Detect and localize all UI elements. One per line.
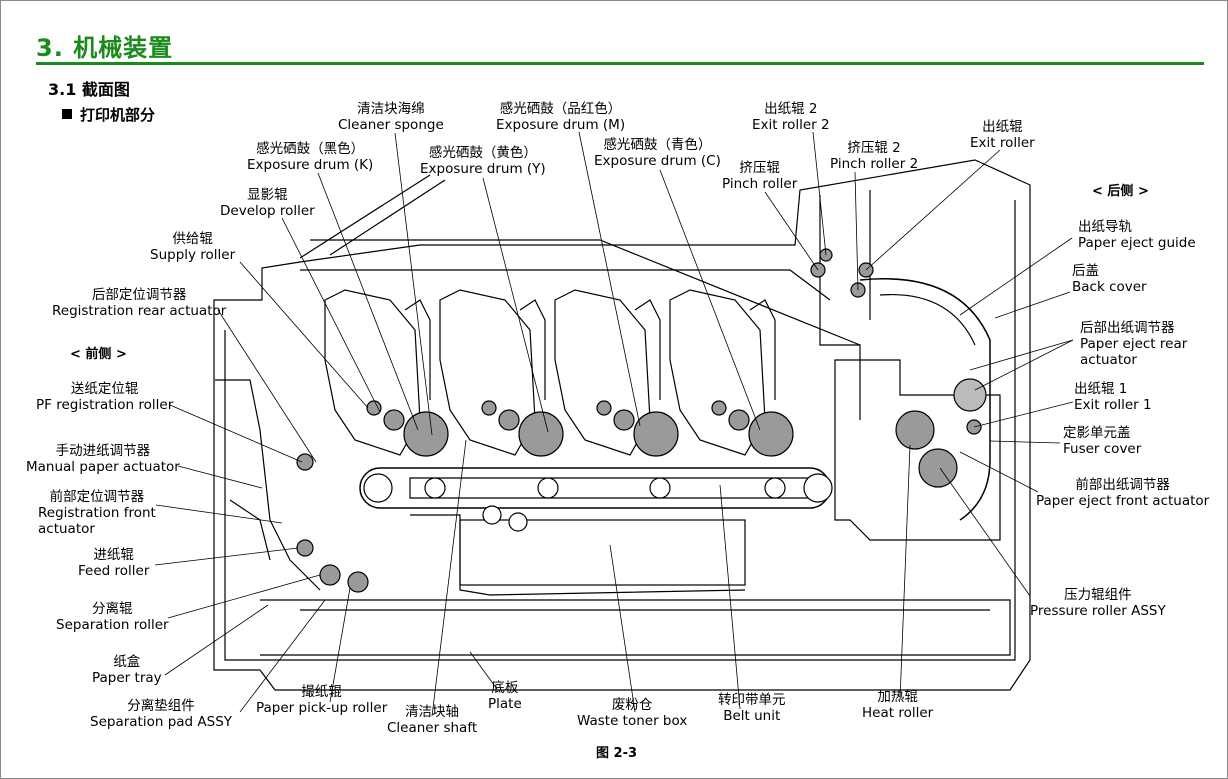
page-title: 3. 机械装置 (36, 34, 174, 62)
belt-drive-roller (363, 473, 393, 503)
label-drum-y: 感光硒鼓（黄色）Exposure drum (Y) (420, 145, 546, 177)
belt-tension-roller (803, 473, 833, 503)
develop-roller-k (383, 409, 405, 431)
label-drum-m: 感光硒鼓（品红色）Exposure drum (M) (496, 101, 626, 133)
cleaner-roller-shape (482, 505, 502, 525)
title-rule (36, 62, 1204, 65)
label-drum-c: 感光硒鼓（青色）Exposure drum (C) (594, 137, 721, 169)
figure-caption: 图 2-3 (596, 746, 638, 761)
inner-frame (224, 200, 1016, 661)
subsection-text: 打印机部分 (80, 106, 156, 124)
drum-m-roller (633, 411, 679, 457)
feed-roller-shape (296, 539, 314, 557)
subsection-heading: 打印机部分 (62, 104, 155, 125)
pressure-roller-shape (918, 448, 958, 488)
section-heading: 3.1 截面图 (48, 80, 130, 99)
heat-roller-shape (895, 410, 935, 450)
drum-k-roller (403, 411, 449, 457)
fuser-unit-shape (834, 359, 1001, 541)
label-drum-k: 感光硒鼓（黑色）Exposure drum (K) (247, 141, 374, 173)
pickup-roller-shape (347, 571, 369, 593)
drum-c-roller (748, 411, 794, 457)
pf-registration-roller-shape (296, 453, 314, 471)
label-rear-side: < 后侧 > (1092, 184, 1149, 199)
waste-toner-box-shape (459, 519, 746, 586)
separation-roller-shape (319, 564, 341, 586)
bullet-square-icon (62, 109, 72, 119)
printer-body-outline (213, 159, 1031, 691)
label-front-side: < 前侧 > (70, 347, 127, 362)
drum-y-roller (518, 411, 564, 457)
paper-eject-rear-actuator-shape (953, 378, 987, 412)
